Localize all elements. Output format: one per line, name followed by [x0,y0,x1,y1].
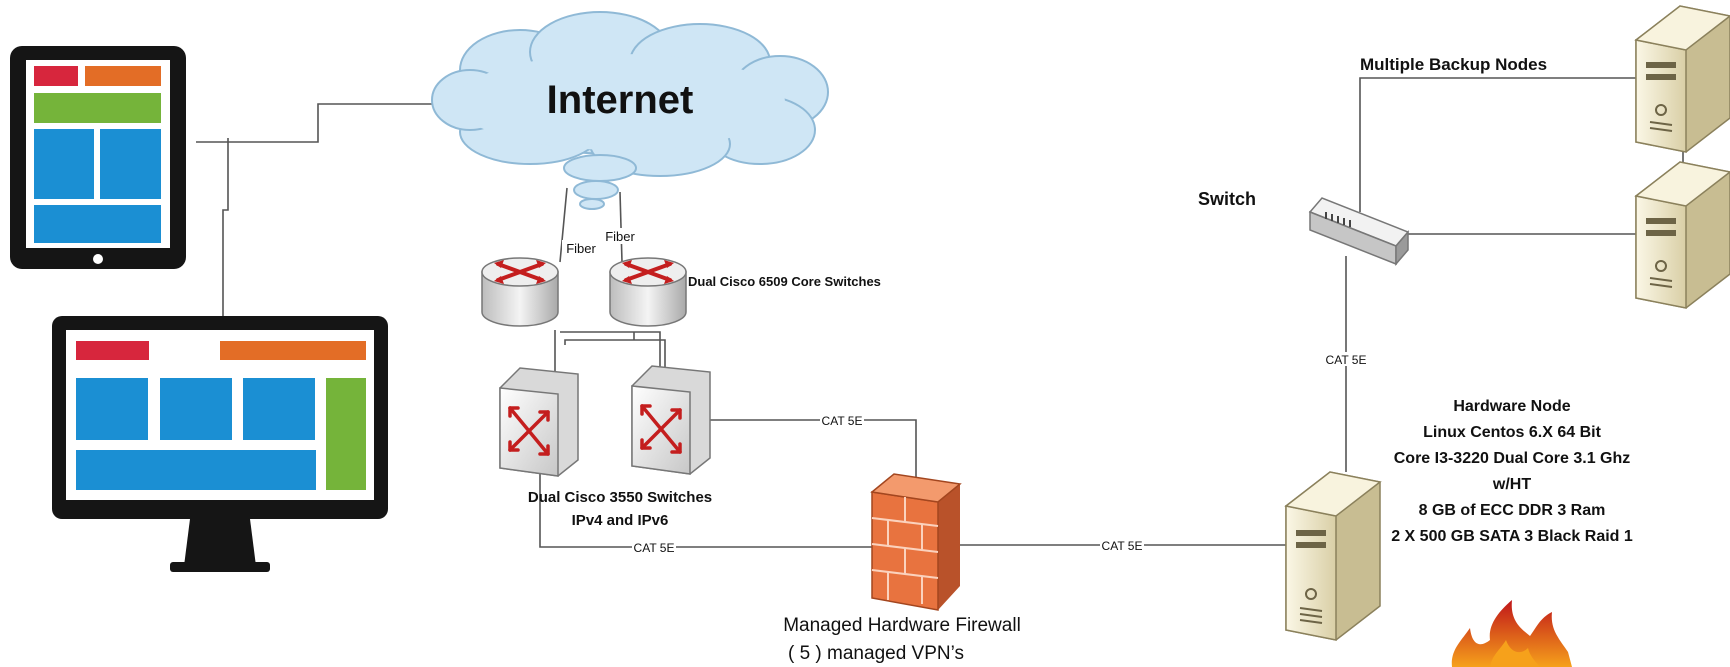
node-spec-line: w/HT [1492,476,1531,493]
node-spec-line: Linux Centos 6.X 64 Bit [1423,424,1601,441]
server-icon [1284,471,1382,641]
cat5e-label: CAT 5E [822,414,863,428]
cables [196,77,1684,548]
cable-switch-backup-1 [1359,77,1640,212]
cable-fiber-right [619,191,623,263]
node-spec-line: 8 GB of ECC DDR 3 Ram [1419,502,1606,519]
firewall-icon [870,473,962,611]
node-spec-line: 2 X 500 GB SATA 3 Black Raid 1 [1391,528,1633,545]
cat5e-label: CAT 5E [1102,539,1143,553]
router-icon [609,257,687,327]
access-switches-sublabel: IPv4 and IPv6 [572,512,669,529]
cable-monitor-tablet [222,138,229,318]
tablet-icon [10,46,186,269]
hardware-node-spec: Hardware Node Linux Centos 6.X 64 Bit Co… [1391,398,1633,545]
node-spec-line: Hardware Node [1453,398,1570,415]
internet-cloud: Internet [431,11,829,210]
switch-icon [1308,197,1410,267]
layer3-switch-icon [631,365,711,475]
internet-label: Internet [547,78,694,122]
cable-access-firewall-top [708,419,917,490]
router-icon [481,257,559,327]
switch-label: Switch [1198,189,1256,209]
node-spec-line: Core I3-3220 Dual Core 3.1 Ghz [1394,450,1631,467]
firewall-sublabel: ( 5 ) managed VPN’s [788,643,964,664]
fiber-label-right: Fiber [605,229,635,244]
cat5e-label: CAT 5E [1326,353,1367,367]
cable-fiber-left [559,187,568,263]
access-switches-label: Dual Cisco 3550 Switches [528,489,712,506]
backup-nodes-label: Multiple Backup Nodes [1360,55,1547,74]
layer3-switch-icon [499,367,579,477]
firewall-label: Managed Hardware Firewall [783,615,1021,636]
core-switches-label: Dual Cisco 6509 Core Switches [688,274,881,289]
server-icon [1634,161,1730,309]
cable-tablet-internet [196,103,440,143]
cable-core-access-2 [560,331,661,378]
cable-core-access-1 [540,330,556,376]
cable-access-firewall-left [539,470,875,548]
fiber-label-left: Fiber [566,241,596,256]
cable-core-access-3 [564,339,666,372]
cat5e-label: CAT 5E [634,541,675,555]
monitor-icon [52,316,388,572]
flame-icon [1451,600,1572,667]
server-icon [1634,5,1730,153]
